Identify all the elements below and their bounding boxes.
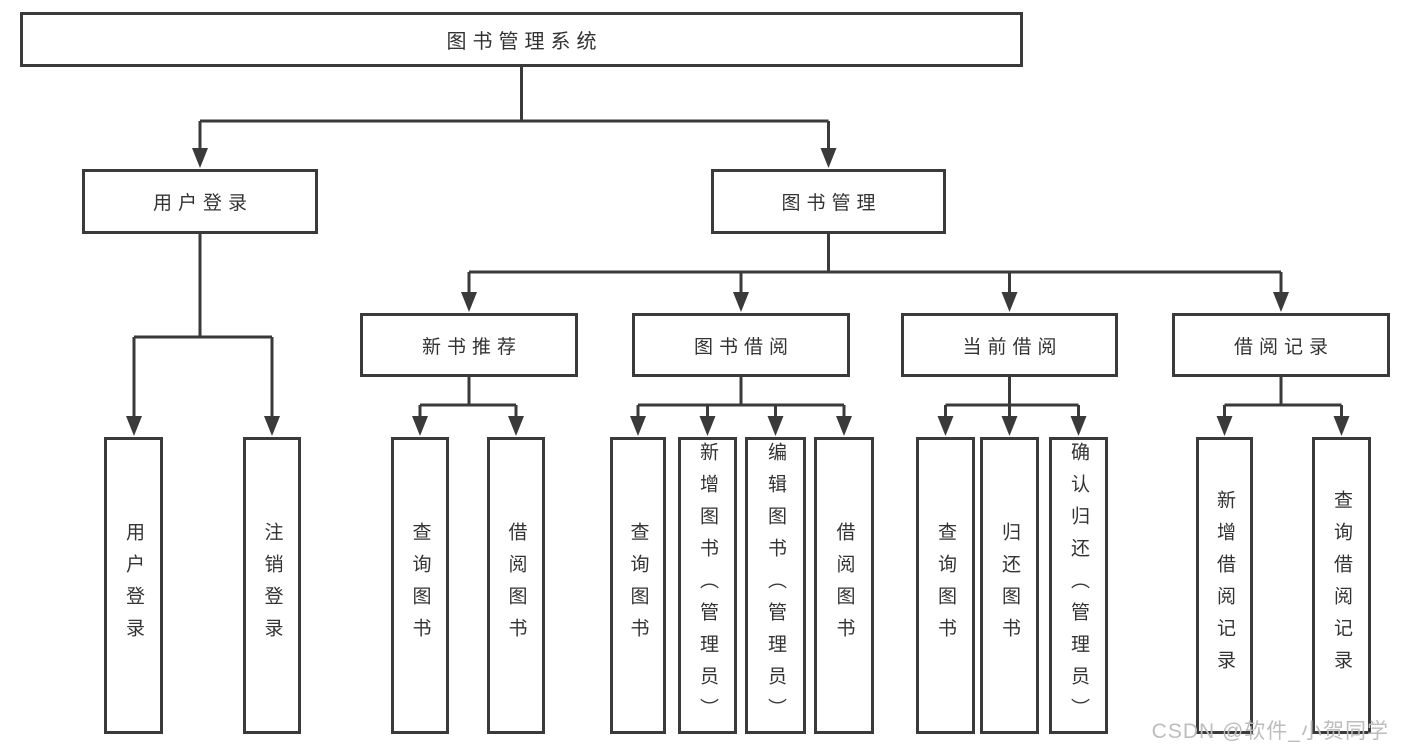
node-label: 新书推荐 [421, 336, 522, 358]
node-label: 用户登录 [123, 521, 144, 650]
node-label: 查询图书 [935, 521, 956, 650]
connector-borrowing-records-to-leaves [1216, 377, 1350, 436]
node-label: 查询图书 [409, 521, 431, 650]
node-label: 新增图书（管理员） [697, 441, 718, 730]
node-book-borrowing: 图书借阅 [632, 313, 850, 377]
node-user-login-branch: 用户登录 [82, 169, 318, 234]
node-borrowing-records: 借阅记录 [1172, 313, 1390, 377]
node-book-management-system: 图书管理系统 [20, 12, 1023, 67]
node-leaf-newbooks-query-books: 查询图书 [391, 437, 449, 734]
node-leaf-records-query-record: 查询借阅记录 [1312, 437, 1371, 734]
node-leaf-logout: 注销登录 [243, 437, 301, 734]
connector-user-login-to-leaves [126, 234, 280, 436]
node-label: 新增借阅记录 [1214, 489, 1235, 682]
connector-new-book-recommend-to-leaves [412, 377, 524, 436]
node-leaf-current-confirm-return-admin: 确认归还（管理员） [1049, 437, 1108, 734]
node-label: 借阅记录 [1233, 336, 1334, 358]
connector-root-to-level2 [192, 67, 837, 168]
node-label: 图书管理系统 [446, 31, 603, 53]
node-label: 当前借阅 [962, 336, 1063, 358]
node-label: 用户登录 [152, 193, 253, 214]
node-leaf-user-login: 用户登录 [104, 437, 163, 734]
node-new-book-recommend: 新书推荐 [360, 313, 578, 377]
node-label: 注销登录 [261, 521, 283, 650]
node-label: 借阅图书 [833, 521, 855, 650]
csdn-watermark: CSDN @软件_小贺同学 [1151, 720, 1389, 743]
node-label: 图书管理 [781, 193, 882, 214]
node-leaf-borrowing-borrow-books: 借阅图书 [814, 437, 874, 734]
node-label: 图书借阅 [693, 336, 794, 358]
node-label: 归还图书 [999, 521, 1020, 650]
node-label: 借阅图书 [505, 521, 527, 650]
node-leaf-current-return-books: 归还图书 [980, 437, 1039, 734]
node-label: 查询图书 [627, 521, 649, 650]
node-leaf-current-query-books: 查询图书 [916, 437, 975, 734]
node-leaf-borrowing-edit-books-admin: 编辑图书（管理员） [745, 437, 806, 734]
node-leaf-records-add-record: 新增借阅记录 [1196, 437, 1253, 734]
node-label: 确认归还（管理员） [1068, 441, 1089, 730]
node-label: 查询借阅记录 [1331, 489, 1352, 682]
node-current-borrowing: 当前借阅 [901, 313, 1118, 377]
node-leaf-newbooks-borrow-books: 借阅图书 [487, 437, 545, 734]
node-book-management-branch: 图书管理 [711, 169, 946, 234]
node-leaf-borrowing-query-books: 查询图书 [610, 437, 666, 734]
node-leaf-borrowing-add-books-admin: 新增图书（管理员） [678, 437, 737, 734]
node-label: 编辑图书（管理员） [765, 441, 786, 730]
connector-book-borrowing-to-leaves [630, 377, 852, 436]
connector-current-borrowing-to-leaves [937, 377, 1087, 436]
connector-book-management-to-level3 [461, 234, 1289, 312]
